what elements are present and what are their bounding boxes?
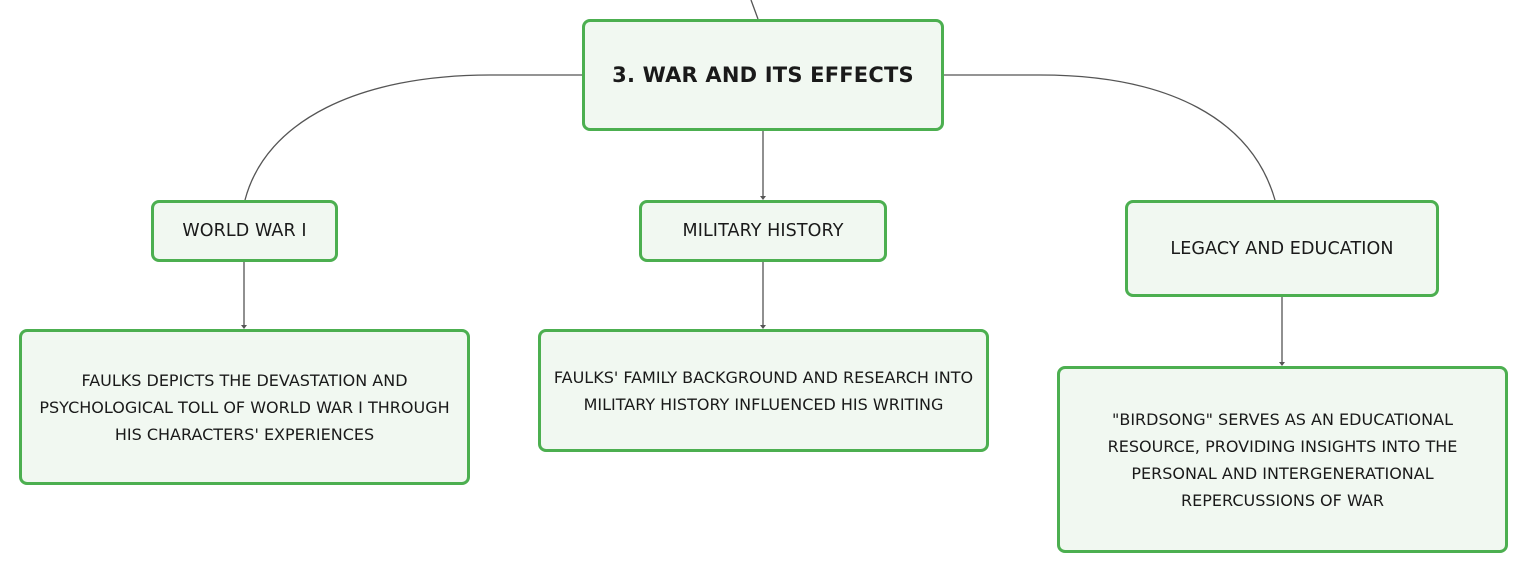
detail-node-military-history[interactable]: Faulks' family background and research i… — [538, 329, 989, 452]
detail-node-text: "Birdsong" serves as an educational reso… — [1107, 409, 1458, 510]
connector-root-to-world-war-i — [244, 74, 582, 201]
topic-node-label: World War I — [182, 221, 307, 241]
topic-node-label: Military History — [682, 221, 844, 241]
detail-node-world-war-i[interactable]: Faulks depicts the devastation and psych… — [19, 329, 470, 485]
connector-parent-to-root — [750, 0, 759, 20]
root-node-war-and-its-effects[interactable]: 3. War and its effects — [582, 19, 944, 131]
topic-node-label: Legacy and Education — [1170, 238, 1394, 259]
topic-node-legacy-and-education[interactable]: Legacy and Education — [1125, 200, 1439, 297]
detail-node-text: Faulks depicts the devastation and psych… — [39, 370, 450, 444]
detail-node-text: Faulks' family background and research i… — [553, 367, 974, 414]
root-node-label: 3. War and its effects — [612, 63, 914, 87]
connector-root-to-legacy-education — [944, 74, 1276, 201]
topic-node-military-history[interactable]: Military History — [639, 200, 887, 262]
detail-node-legacy-and-education[interactable]: "Birdsong" serves as an educational reso… — [1057, 366, 1508, 553]
topic-node-world-war-i[interactable]: World War I — [151, 200, 338, 262]
